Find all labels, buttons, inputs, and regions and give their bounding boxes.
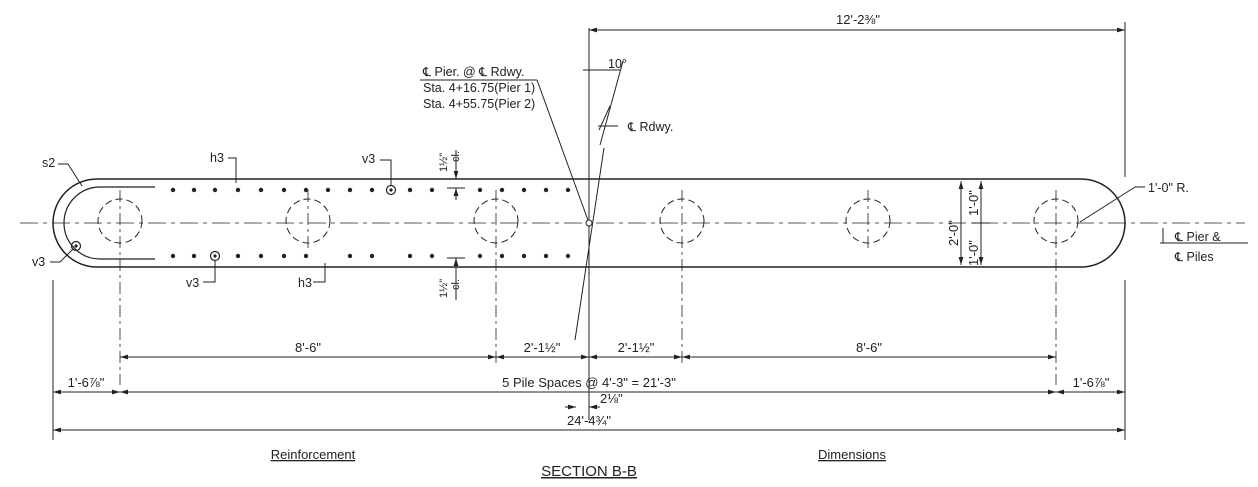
v3-bars xyxy=(70,184,397,262)
rebar-dot xyxy=(477,253,483,259)
rebar-dot xyxy=(170,187,176,193)
rebar-dot xyxy=(521,253,527,259)
dim-depth-total: 2'-0" xyxy=(946,220,961,246)
label-s2: s2 xyxy=(42,156,55,170)
rebar-dot xyxy=(235,253,241,259)
rebar-dot xyxy=(347,187,353,193)
footer-dimensions: Dimensions xyxy=(818,447,886,462)
dim-left-center: 2'-1½" xyxy=(524,340,561,355)
label-cl-bot-txt: cl. xyxy=(450,279,462,290)
rebar-dot xyxy=(325,187,331,193)
rebar-dot xyxy=(303,187,309,193)
label-cl-top-num: 1½" xyxy=(438,153,450,172)
rebar-dot xyxy=(258,187,264,193)
dim-right-span: 8'-6" xyxy=(856,340,882,355)
dim-right-center: 2'-1½" xyxy=(618,340,655,355)
depth-dimension xyxy=(958,181,990,265)
clear-cover-marks xyxy=(447,150,465,300)
rebar-dot xyxy=(212,187,218,193)
rebar-dot xyxy=(347,253,353,259)
rebar-dot xyxy=(303,253,309,259)
footer-reinforcement: Reinforcement xyxy=(271,447,356,462)
rebar-dot xyxy=(429,253,435,259)
rebar-dot xyxy=(407,253,413,259)
callout-line3: Sta. 4+55.75(Pier 2) xyxy=(423,97,535,111)
dim-left-end: 1'-6⅞" xyxy=(68,375,105,390)
label-pier-piles-1: ℄ Pier & xyxy=(1174,230,1221,244)
callout-line2: Sta. 4+16.75(Pier 1) xyxy=(423,81,535,95)
dim-top-half-width: 12'-2⅜" xyxy=(836,12,880,27)
rebar-dot xyxy=(543,187,549,193)
rebar-dot xyxy=(521,187,527,193)
section-title: SECTION B-B xyxy=(541,463,637,480)
dim-depth-half-top: 1'-0" xyxy=(966,190,981,216)
pier-rdwy-intersection xyxy=(585,219,593,227)
dim-depth-half-bottom: 1'-0" xyxy=(966,240,981,266)
rebar-dot xyxy=(565,187,571,193)
dim-skew: 10° xyxy=(608,57,627,71)
rebar-dot xyxy=(281,253,287,259)
rebar-dots xyxy=(170,187,571,259)
rebar-dot xyxy=(499,253,505,259)
rebar-dot xyxy=(235,187,241,193)
label-v3-top: v3 xyxy=(362,152,375,166)
label-cl-top-txt: cl. xyxy=(450,151,462,162)
bar-leaders xyxy=(50,157,392,283)
pile-spaces-row xyxy=(52,280,1126,440)
rebar-dot xyxy=(281,187,287,193)
rebar-dot xyxy=(477,187,483,193)
rebar-dot xyxy=(543,253,549,259)
rebar-dot xyxy=(429,187,435,193)
pile-centerlines xyxy=(119,190,1057,385)
dim-offset: 2⅛" xyxy=(600,391,623,406)
dim-left-span: 8'-6" xyxy=(295,340,321,355)
label-h3-top: h3 xyxy=(210,151,224,165)
dim-pile-spaces: 5 Pile Spaces @ 4'-3" = 21'-3" xyxy=(502,375,676,390)
top-dimension-line xyxy=(589,22,1126,177)
callout-line1: ℄ Pier. @ ℄ Rdwy. xyxy=(422,65,524,79)
label-v3-left: v3 xyxy=(32,255,45,269)
label-cl-bot-num: 1½" xyxy=(438,279,450,298)
rebar-dot xyxy=(170,253,176,259)
rebar-dot xyxy=(369,253,375,259)
label-radius: 1'-0" R. xyxy=(1148,181,1189,195)
dim-overall: 24'-4¾" xyxy=(567,413,611,428)
label-pier-piles-2: ℄ Piles xyxy=(1174,250,1214,264)
label-v3-bottom: v3 xyxy=(186,276,199,290)
stirrup-s2 xyxy=(63,186,155,260)
rebar-dot xyxy=(369,187,375,193)
rebar-dot xyxy=(565,253,571,259)
radius-leader xyxy=(1079,186,1136,223)
label-h3-bottom: h3 xyxy=(298,276,312,290)
rebar-dot xyxy=(191,187,197,193)
rebar-dot xyxy=(258,253,264,259)
label-rdwy: ℄ Rdwy. xyxy=(627,120,673,134)
dim-right-end: 1'-6⅞" xyxy=(1073,375,1110,390)
rebar-dot xyxy=(191,253,197,259)
rebar-dot xyxy=(407,187,413,193)
rebar-dot xyxy=(499,187,505,193)
